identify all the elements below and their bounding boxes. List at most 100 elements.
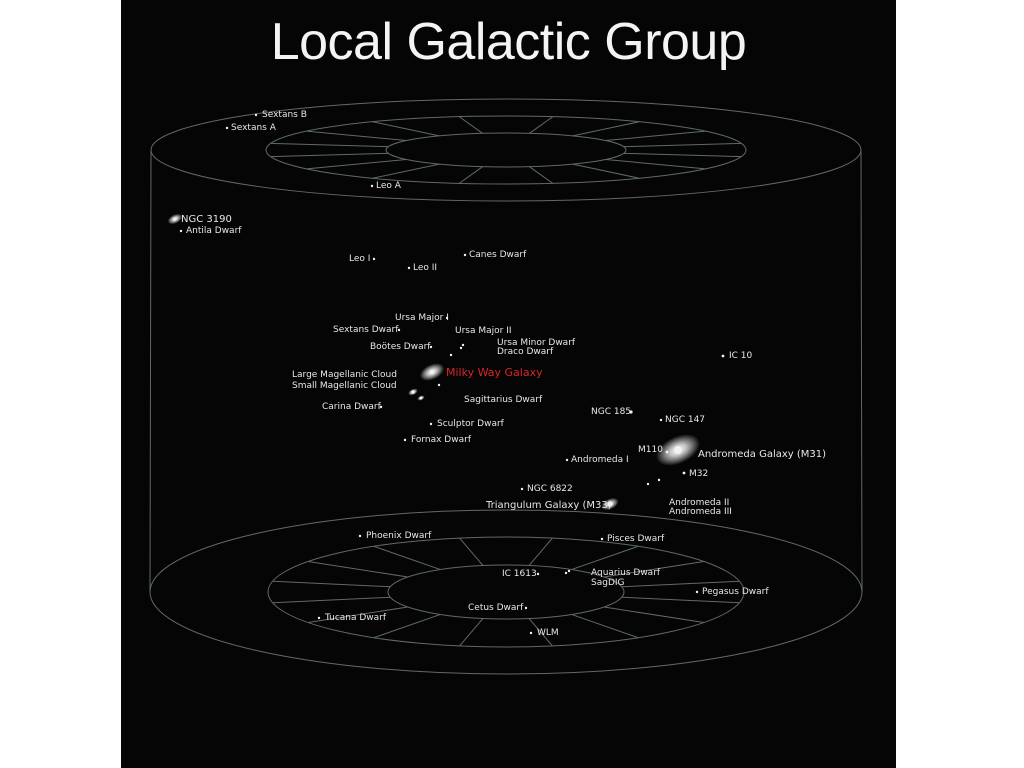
galaxy-label: Sextans Dwarf [333,325,399,335]
grid-spoke [571,545,639,571]
grid-spoke [571,613,639,639]
galaxy-dot [179,229,183,233]
galaxy-label: Sagittarius Dwarf [464,395,543,405]
grid-spoke [306,158,407,170]
grid-spoke [604,606,704,624]
grid-spoke [621,596,740,604]
galaxy-label: Andromeda III [669,507,732,517]
grid-spoke [372,163,440,179]
galaxy-dot [646,482,650,486]
galaxy-dot [682,471,686,475]
galaxy-dot [629,410,633,414]
cylinder-grid [149,98,863,675]
galaxy-label: Aquarius Dwarf [591,568,661,578]
diagram-panel: Local Galactic Group Sextans B Sextans A L… [121,0,896,768]
galaxy-label: Large Magellanic Cloud [292,370,397,380]
grid-spoke [605,158,706,170]
grid-spoke [623,152,742,158]
galaxy-dot [674,446,682,454]
galaxy-dot [370,184,374,188]
galaxy-label: Small Magellanic Cloud [292,381,397,391]
right-wall [860,149,863,593]
grid-spoke [621,580,740,588]
galaxy-dot [437,383,441,387]
galaxy-label: Leo II [413,263,438,273]
galaxy-label: Andromeda I [571,455,629,465]
grid-spoke [308,606,408,624]
top-disc-inner [385,132,627,168]
grid-spoke [458,166,483,184]
galaxy-dot [429,422,433,426]
galaxy-dot [659,418,663,422]
grid-spoke [572,163,640,179]
galaxy-label: NGC 3190 [181,214,232,225]
grid-spoke [373,613,441,639]
page-title: Local Galactic Group [270,13,747,71]
galaxy-dot [567,569,571,573]
galaxy-label: Ursa Minor Dwarf [497,338,576,348]
galaxy-label: Sextans A [231,123,276,133]
galaxy-label: NGC 147 [665,415,706,425]
galaxy-dot [419,396,423,400]
galaxy-label: Cetus Dwarf [468,603,524,613]
galaxy-marks [167,113,725,635]
galaxy-dot [403,438,407,442]
galaxy-dot [721,354,725,358]
grid-spoke [372,121,440,137]
galaxy-label: Leo A [376,181,401,191]
galaxy-label: Carina Dwarf [322,402,381,412]
grid-spoke [623,142,742,148]
grid-spoke [572,121,640,137]
bottom-disc-middle [267,536,745,648]
galaxy-label: SagDIG [591,578,625,588]
galaxy-label: Canes Dwarf [469,250,527,260]
galaxy-label: Draco Dwarf [497,347,554,357]
grid-spoke [308,560,408,578]
grid-spoke [459,618,484,647]
galaxy-label: Milky Way Galaxy [446,366,543,379]
galaxy-dot [565,458,569,462]
galaxy-dot [429,345,433,349]
top-disc-middle [265,115,747,185]
galaxy-label: Pisces Dwarf [607,534,665,544]
galaxy-label: IC 1613 [502,569,537,579]
galaxy-dot [429,369,435,375]
galaxy-label: NGC 6822 [527,484,573,494]
galaxy-label: IC 10 [729,351,753,361]
bottom-disc-inner [387,564,625,620]
galaxy-dot [372,257,376,261]
galaxy-label: Tucana Dwarf [325,613,387,623]
galaxy-label: Sextans B [262,110,307,120]
grid-spoke [528,537,553,566]
grid-spoke [529,166,554,184]
galaxy-dot [254,113,258,117]
galaxy-label: M32 [689,469,709,479]
galaxy-label: Andromeda II [669,498,730,508]
grid-spoke [306,130,407,142]
galaxy-dot [411,390,415,394]
top-disc-outer [150,98,862,202]
galaxy-label: Andromeda Galaxy (M31) [698,449,827,460]
galaxy-dot [600,537,604,541]
galaxy-label: WLM [537,628,559,638]
galaxy-dot [407,266,411,270]
grid-spoke [272,596,391,604]
bottom-disc-spokes [272,537,740,647]
galaxy-label: Ursa Major I [395,313,449,323]
galaxy-dot [225,126,229,130]
galaxy-dot [317,616,321,620]
galaxy-label: Pegasus Dwarf [702,587,769,597]
galaxy-label: M110 [638,445,663,455]
grid-spoke [458,116,483,134]
galaxy-dot [459,346,463,350]
galaxy-dot [449,353,453,357]
galaxy-dot [520,487,524,491]
galaxy-label: Fornax Dwarf [411,435,471,445]
left-wall [149,149,152,593]
galaxy-dot [397,328,401,332]
grid-spoke [605,130,706,142]
galaxy-dot [524,606,528,610]
grid-spoke [272,580,391,588]
galaxy-dot [379,405,383,409]
grid-spoke [459,537,484,566]
